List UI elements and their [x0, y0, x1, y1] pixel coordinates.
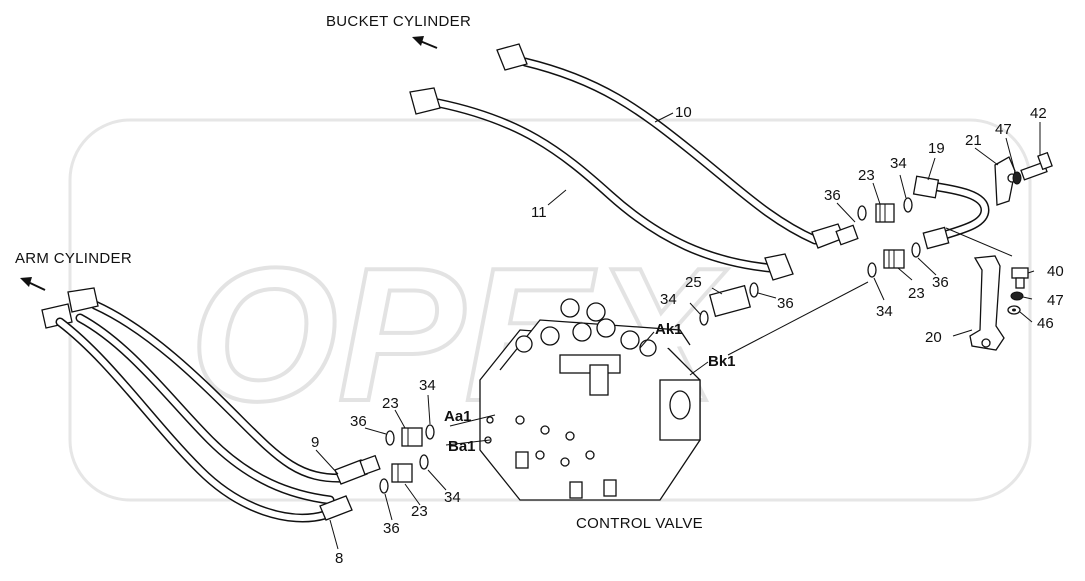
fitting-23-left-bot: [391, 463, 413, 483]
part-number-34-top: 34: [890, 155, 907, 172]
hose-10: [496, 43, 859, 249]
o-rings: [379, 197, 921, 494]
leader-lines: [315, 112, 1041, 550]
fitting-23-left-top: [401, 427, 423, 447]
part-number-23-top: 23: [858, 167, 875, 184]
part-number-42: 42: [1030, 105, 1047, 122]
part-number-23-left-top: 23: [382, 395, 399, 412]
part-number-34-mid: 34: [660, 291, 677, 308]
part-number-8: 8: [335, 550, 343, 567]
control-valve: [479, 298, 701, 501]
part-number-34-left-bot: 34: [444, 489, 461, 506]
valve-spools: [515, 298, 657, 396]
bucket-cylinder-title: BUCKET CYLINDER: [326, 13, 471, 30]
hose-11: [409, 87, 794, 281]
port-aa1: Aa1: [444, 408, 472, 425]
part-number-47-top: 47: [995, 121, 1012, 138]
washer-47-right: [1010, 291, 1024, 301]
bolt-42: [1020, 151, 1053, 181]
part-number-10: 10: [675, 104, 692, 121]
bolt-40: [1011, 267, 1029, 289]
part-number-25: 25: [685, 274, 702, 291]
arm-cylinder-title: ARM CYLINDER: [15, 250, 132, 267]
fitting-23-top: [875, 203, 895, 223]
valve-bolts: [484, 415, 595, 467]
part-number-11: 11: [531, 204, 547, 221]
part-number-9: 9: [311, 434, 319, 451]
fitting-23-mid: [883, 249, 905, 269]
part-number-36-left-top: 36: [350, 413, 367, 430]
control-valve-title: CONTROL VALVE: [576, 515, 703, 532]
arm-direction-arrow: [20, 277, 46, 291]
part-number-23-mid: 23: [908, 285, 925, 302]
part-number-34-left-top: 34: [419, 377, 436, 394]
hose-9: [41, 287, 381, 505]
part-number-20: 20: [925, 329, 942, 346]
part-number-36-right: 36: [932, 274, 949, 291]
part-number-36-left-bot: 36: [383, 520, 400, 537]
part-number-34-right: 34: [876, 303, 893, 320]
part-number-46: 46: [1037, 315, 1054, 332]
part-number-21: 21: [965, 132, 982, 149]
part-number-36-mid: 36: [777, 295, 794, 312]
part-number-40: 40: [1047, 263, 1064, 280]
part-number-19: 19: [928, 140, 945, 157]
bracket-20: [969, 255, 1005, 351]
port-ba1: Ba1: [448, 438, 476, 455]
part-number-47-right: 47: [1047, 292, 1064, 309]
part-number-36-top: 36: [824, 187, 841, 204]
port-bk1: Bk1: [708, 353, 736, 370]
fitting-25: [708, 284, 752, 318]
port-ak1: Ak1: [655, 321, 683, 338]
part-number-23-left-bot: 23: [411, 503, 428, 520]
bucket-direction-arrow: [412, 36, 438, 49]
hose-8: [55, 317, 353, 523]
washer-47-top: [1012, 171, 1022, 185]
washer-46: [1007, 305, 1021, 315]
pipe-19: [912, 175, 990, 250]
